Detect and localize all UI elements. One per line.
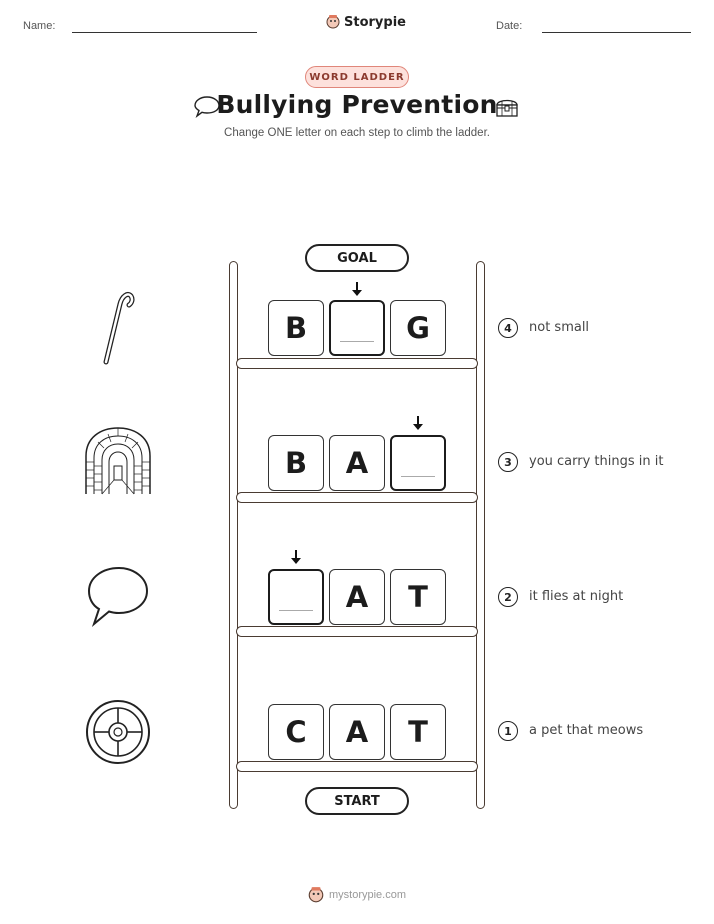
arrow-down-icon [413,416,423,430]
step-number: 1 [498,721,518,741]
treasure-chest-icon [496,99,518,117]
clue-text: it flies at night [529,589,624,604]
step-number: 4 [498,318,518,338]
ladder-rung [236,492,478,503]
footer: mystorypie.com [0,886,714,904]
ladder-rung [236,358,478,369]
letter-tile: A [329,704,385,760]
brand-logo: Storypie [326,14,406,30]
letter-tile: A [329,435,385,491]
arrow-down-icon [352,282,362,296]
letter-tile-blank[interactable] [329,300,385,356]
letter-tile: T [390,704,446,760]
ladder-left-rail [229,261,238,809]
ladder-rung [236,761,478,772]
letter-tile-blank[interactable] [390,435,446,491]
letter-tile: B [268,435,324,491]
wheel-icon [86,700,150,764]
arrow-down-icon [291,550,301,564]
page-title: Bullying Prevention [216,90,498,119]
clue-text: a pet that meows [529,723,644,738]
letter-tile-blank[interactable] [268,569,324,625]
ladder-rung [236,626,478,637]
speech-bubble-icon [87,566,149,627]
clue-text: not small [529,320,590,335]
storypie-mascot-icon [326,15,340,29]
cane-icon [103,291,135,365]
letter-tile: B [268,300,324,356]
goal-label: GOAL [305,244,409,272]
footer-url[interactable]: mystorypie.com [328,889,407,901]
speech-bubble-icon [194,96,220,118]
letter-tile: G [390,300,446,356]
instructions: Change ONE letter on each step to climb … [224,127,490,139]
name-label: Name: [23,20,56,32]
brand-name: Storypie [344,14,406,30]
step-number: 2 [498,587,518,607]
start-label: START [305,787,409,815]
ladder-right-rail [476,261,485,809]
storypie-mascot-icon [308,887,324,903]
letter-tile: C [268,704,324,760]
letter-tile: T [390,569,446,625]
date-label: Date: [496,20,523,32]
word-ladder-badge: WORD LADDER [305,66,409,88]
name-field[interactable] [72,32,257,33]
letter-tile: A [329,569,385,625]
step-number: 3 [498,452,518,472]
clue-text: you carry things in it [529,454,664,469]
date-field[interactable] [542,32,691,33]
tunnel-icon [85,427,151,495]
